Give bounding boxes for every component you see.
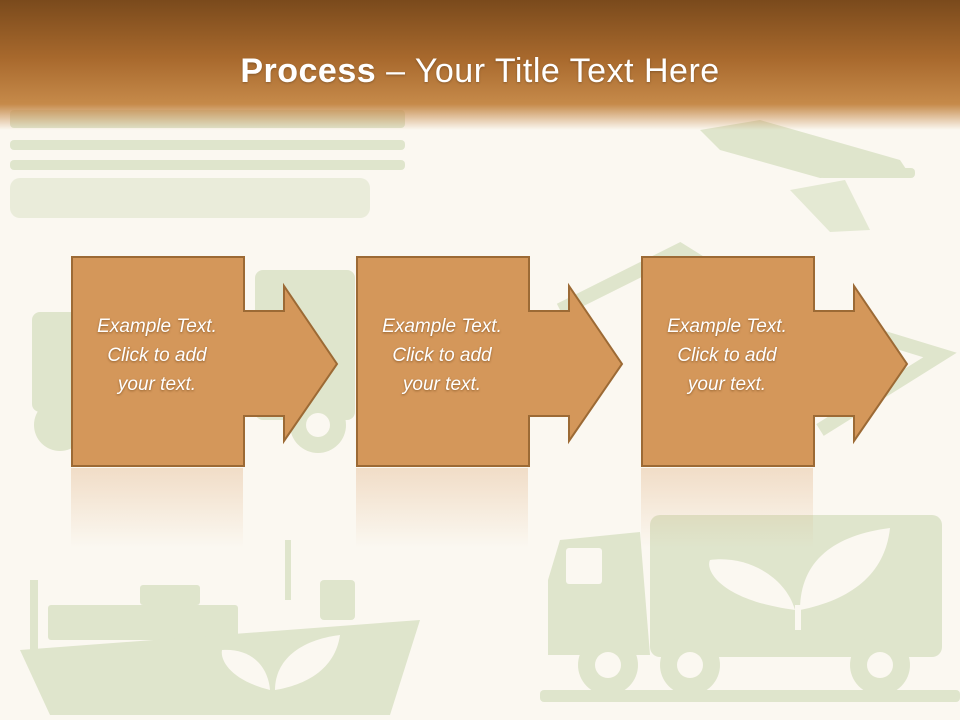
step-text[interactable]: Example Text. Click to add your text. bbox=[382, 316, 502, 395]
step-reflection bbox=[356, 468, 528, 548]
process-step-3[interactable]: Example Text. Click to add your text. bbox=[641, 256, 941, 516]
step-arrow-shape bbox=[641, 256, 909, 467]
airplane-icon bbox=[700, 120, 915, 232]
step-arrow-shape bbox=[356, 256, 624, 467]
title-bold: Process bbox=[240, 52, 377, 90]
title-separator: – bbox=[376, 52, 415, 90]
ship-icon bbox=[20, 540, 420, 715]
step-reflection bbox=[71, 468, 243, 548]
step-text[interactable]: Example Text. Click to add your text. bbox=[97, 316, 217, 395]
leaf-icon bbox=[709, 528, 890, 630]
header-band bbox=[0, 0, 960, 130]
title-rest: Your Title Text Here bbox=[414, 52, 720, 90]
step-reflection bbox=[641, 468, 813, 548]
process-step-1[interactable]: Example Text. Click to add your text. bbox=[71, 256, 371, 516]
step-arrow-shape bbox=[71, 256, 339, 467]
process-step-2[interactable]: Example Text. Click to add your text. bbox=[356, 256, 656, 516]
step-text[interactable]: Example Text. Click to add your text. bbox=[667, 316, 787, 395]
leaf-icon bbox=[221, 635, 340, 690]
slide-title[interactable]: Process – Your Title Text Here bbox=[0, 52, 960, 91]
